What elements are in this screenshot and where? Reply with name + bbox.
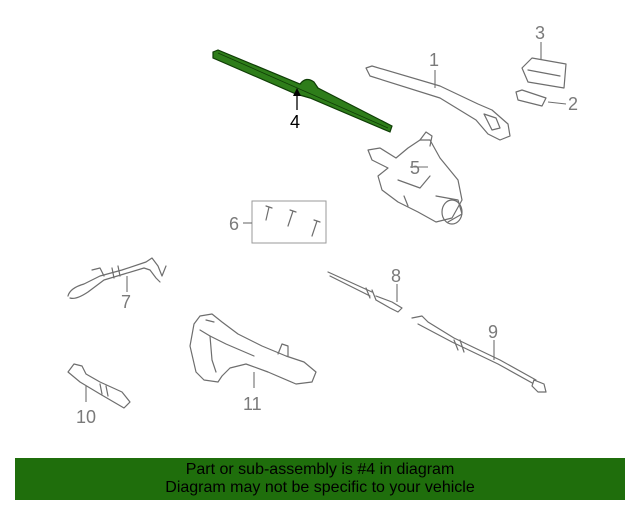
arrow-4 xyxy=(293,88,301,96)
callout-10[interactable]: 10 xyxy=(76,407,96,427)
callout-4[interactable]: 4 xyxy=(290,112,300,132)
parts-diagram: 4 1 3 2 5 6 7 xyxy=(67,23,578,427)
part-1-wiper-arm[interactable] xyxy=(365,65,511,141)
callout-7[interactable]: 7 xyxy=(121,292,131,312)
part-10-washer-pump[interactable] xyxy=(67,363,131,409)
callout-11[interactable]: 11 xyxy=(243,394,262,414)
part-8-hose[interactable] xyxy=(327,271,403,313)
banner-line-1: Part or sub-assembly is #4 in diagram xyxy=(185,461,455,478)
callout-1[interactable]: 1 xyxy=(429,50,439,70)
part-6-screw-kit[interactable] xyxy=(251,200,327,244)
part-7-hose[interactable] xyxy=(67,257,167,299)
part-11-washer-reservoir[interactable] xyxy=(189,313,317,385)
part-9-washer-hose[interactable] xyxy=(411,315,547,393)
callout-5[interactable]: 5 xyxy=(410,158,420,178)
callout-3[interactable]: 3 xyxy=(535,23,545,43)
callout-2[interactable]: 2 xyxy=(568,94,578,114)
part-4-wiper-blade[interactable] xyxy=(212,49,393,133)
part-2-pad[interactable] xyxy=(515,89,547,107)
callout-6[interactable]: 6 xyxy=(229,214,239,234)
part-3-cover[interactable] xyxy=(521,57,567,89)
callout-8[interactable]: 8 xyxy=(391,266,401,286)
part-5-wiper-motor[interactable] xyxy=(367,131,463,225)
banner-line-2: Diagram may not be specific to your vehi… xyxy=(165,479,475,496)
notice-banner: Part or sub-assembly is #4 in diagram Di… xyxy=(15,458,625,500)
leader-2 xyxy=(547,101,567,105)
callout-9[interactable]: 9 xyxy=(488,322,498,342)
